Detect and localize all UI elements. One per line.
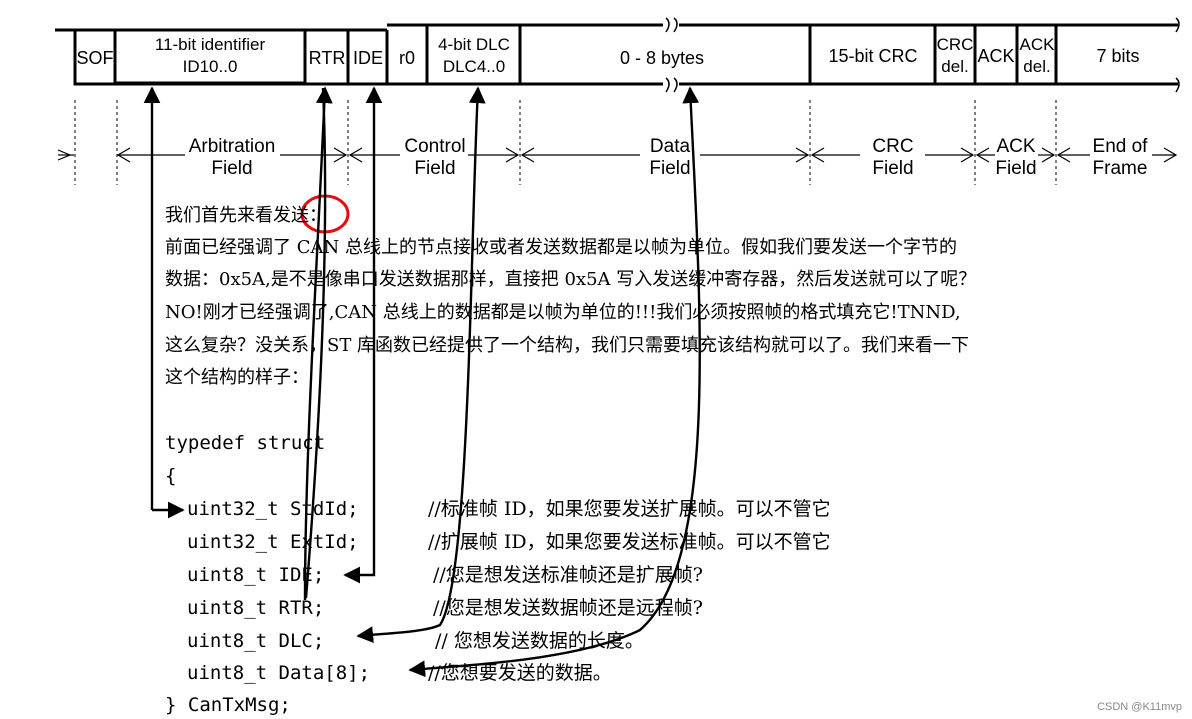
field-data-line1: Data bbox=[650, 136, 691, 157]
frame-cells bbox=[55, 23, 1178, 86]
cell-rtr: RTR bbox=[309, 48, 346, 68]
field-ack-line2: Field bbox=[995, 158, 1036, 179]
code-dlc: uint8_t DLC; bbox=[187, 630, 325, 652]
para-line-4: NO!刚才已经强调了,CAN 总线上的数据都是以帧为单位的!!!我们必须按照帧的… bbox=[165, 302, 961, 323]
cell-crc-del-line2: del. bbox=[941, 57, 968, 76]
code-extid: uint32_t ExtId; bbox=[187, 531, 359, 553]
code-open-brace: { bbox=[165, 465, 177, 487]
field-arbitration-line1: Arbitration bbox=[189, 136, 276, 157]
code-data-comment: //您想要发送的数据。 bbox=[428, 662, 612, 684]
code-close: } CanTxMsg; bbox=[165, 694, 291, 716]
cell-sof: SOF bbox=[76, 48, 113, 68]
mapping-arrows bbox=[143, 86, 701, 678]
cell-identifier-line2: ID10..0 bbox=[183, 57, 238, 76]
field-control-line1: Control bbox=[404, 136, 465, 157]
para-line-1: 我们首先来看发送： bbox=[165, 205, 327, 227]
field-crc-line1: CRC bbox=[872, 136, 913, 157]
field-eof-line2: Frame bbox=[1093, 158, 1148, 179]
cell-ack-del-line2: del. bbox=[1023, 57, 1050, 76]
field-arbitration-line2: Field bbox=[211, 158, 252, 179]
arrow-rtr bbox=[303, 86, 333, 601]
cell-identifier-line1: 11-bit identifier bbox=[155, 35, 266, 54]
field-ack-line1: ACK bbox=[996, 136, 1035, 157]
arrow-rtr-shadow bbox=[304, 87, 327, 599]
code-dlc-comment: // 您想发送数据的长度。 bbox=[435, 630, 644, 652]
code-stdid-comment: //标准帧 ID，如果您要发送扩展帧。可以不管它 bbox=[428, 498, 831, 520]
cell-ack-del-line1: ACK bbox=[1020, 35, 1056, 54]
watermark: CSDN @K11mvp bbox=[1097, 701, 1182, 713]
cell-data-bytes: 0 - 8 bytes bbox=[620, 48, 704, 68]
para-line-5: 这么复杂？没关系，ST 库函数已经提供了一个结构，我们只需要填充该结构就可以了。… bbox=[165, 335, 970, 356]
cell-identifier-box bbox=[113, 28, 307, 85]
cell-ack: ACK bbox=[977, 46, 1014, 66]
field-eof-line1: End of bbox=[1093, 136, 1149, 157]
cell-crc: 15-bit CRC bbox=[828, 46, 917, 66]
code-data: uint8_t Data[8]; bbox=[187, 662, 371, 684]
field-crc-line2: Field bbox=[872, 158, 913, 179]
code-ide-comment: //您是想发送标准帧还是扩展帧? bbox=[433, 564, 703, 586]
cell-ide: IDE bbox=[353, 48, 383, 68]
code-ide: uint8_t IDE; bbox=[187, 564, 325, 586]
cell-eof-bits: 7 bits bbox=[1096, 46, 1139, 66]
cell-crc-del-line1: CRC bbox=[937, 35, 974, 54]
para-line-3: 数据：0x5A,是不是像串口发送数据那样，直接把 0x5A 写入发送缓冲寄存器，… bbox=[165, 269, 977, 290]
code-extid-comment: //扩展帧 ID，如果您要发送标准帧。可以不管它 bbox=[428, 531, 831, 553]
code-rtr: uint8_t RTR; bbox=[187, 597, 325, 619]
code-stdid: uint32_t StdId; bbox=[187, 498, 359, 520]
arrow-data bbox=[408, 86, 701, 678]
para-line-6: 这个结构的样子： bbox=[165, 367, 309, 388]
field-data-line2: Field bbox=[649, 158, 690, 179]
cell-dlc-line1: 4-bit DLC bbox=[438, 35, 510, 54]
circled-word: 发送 bbox=[273, 205, 309, 226]
cell-dlc-line2: DLC4..0 bbox=[443, 57, 505, 76]
cell-r0: r0 bbox=[399, 48, 415, 68]
code-rtr-comment: //您是想发送数据帧还是远程帧? bbox=[433, 597, 703, 619]
para-line-2: 前面已经强调了 CAN 总线上的节点接收或者发送数据都是以帧为单位。假如我们要发… bbox=[165, 237, 957, 258]
field-control-line2: Field bbox=[414, 158, 455, 179]
code-typedef: typedef struct bbox=[165, 432, 326, 454]
para-line-1-post: ： bbox=[309, 205, 327, 226]
para-line-1-pre: 我们首先来看 bbox=[165, 205, 273, 226]
